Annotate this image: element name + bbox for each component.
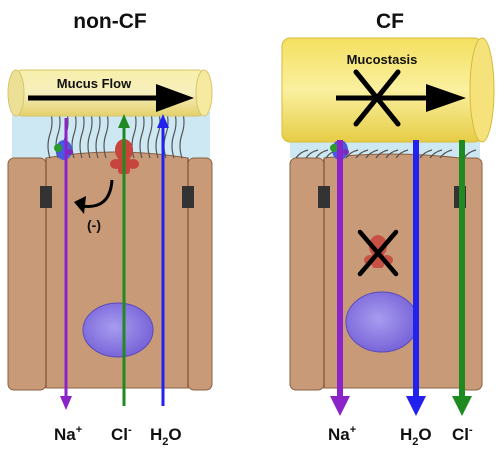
- inhibition-label: (-): [87, 217, 101, 233]
- chloride-flux-arrow: [118, 114, 130, 406]
- nucleus: [345, 291, 419, 353]
- non-cf-panel: non-CF: [7, 10, 213, 448]
- cf-panel: CF: [281, 10, 495, 448]
- sodium-flux-arrow: [330, 140, 350, 416]
- chloride-flux-arrow: [452, 140, 472, 416]
- water-flux-arrow: [406, 140, 426, 416]
- tight-junction: [182, 186, 194, 208]
- tight-junction: [40, 186, 52, 208]
- sodium-flux-arrow: [60, 118, 72, 410]
- mucus-flow-label: Mucus Flow: [57, 76, 132, 91]
- tight-junction: [318, 186, 330, 208]
- cilia: [295, 149, 477, 159]
- mucostasis-label: Mucostasis: [347, 52, 418, 67]
- cftr-cross: [357, 229, 399, 277]
- non-cf-title: non-CF: [73, 10, 147, 33]
- water-flux-arrow: [157, 114, 169, 406]
- cf-title: CF: [376, 10, 404, 33]
- ion-label-sodium: Na+: [54, 424, 82, 444]
- blocked-flow-cross: [353, 69, 401, 127]
- ion-label-water: H2O: [400, 425, 432, 448]
- nucleus: [82, 302, 154, 358]
- mucus-flow-arrow: [28, 84, 194, 112]
- ion-label-chloride: Cl-: [452, 424, 473, 444]
- inhibition-arrow: [74, 179, 114, 214]
- enac-channel: [54, 140, 73, 160]
- ion-label-water: H2O: [150, 425, 182, 448]
- ion-label-chloride: Cl-: [111, 424, 132, 444]
- ion-label-sodium: Na+: [328, 424, 356, 444]
- blocked-flow-arrow: [336, 84, 466, 112]
- defective-cftr: [357, 229, 399, 277]
